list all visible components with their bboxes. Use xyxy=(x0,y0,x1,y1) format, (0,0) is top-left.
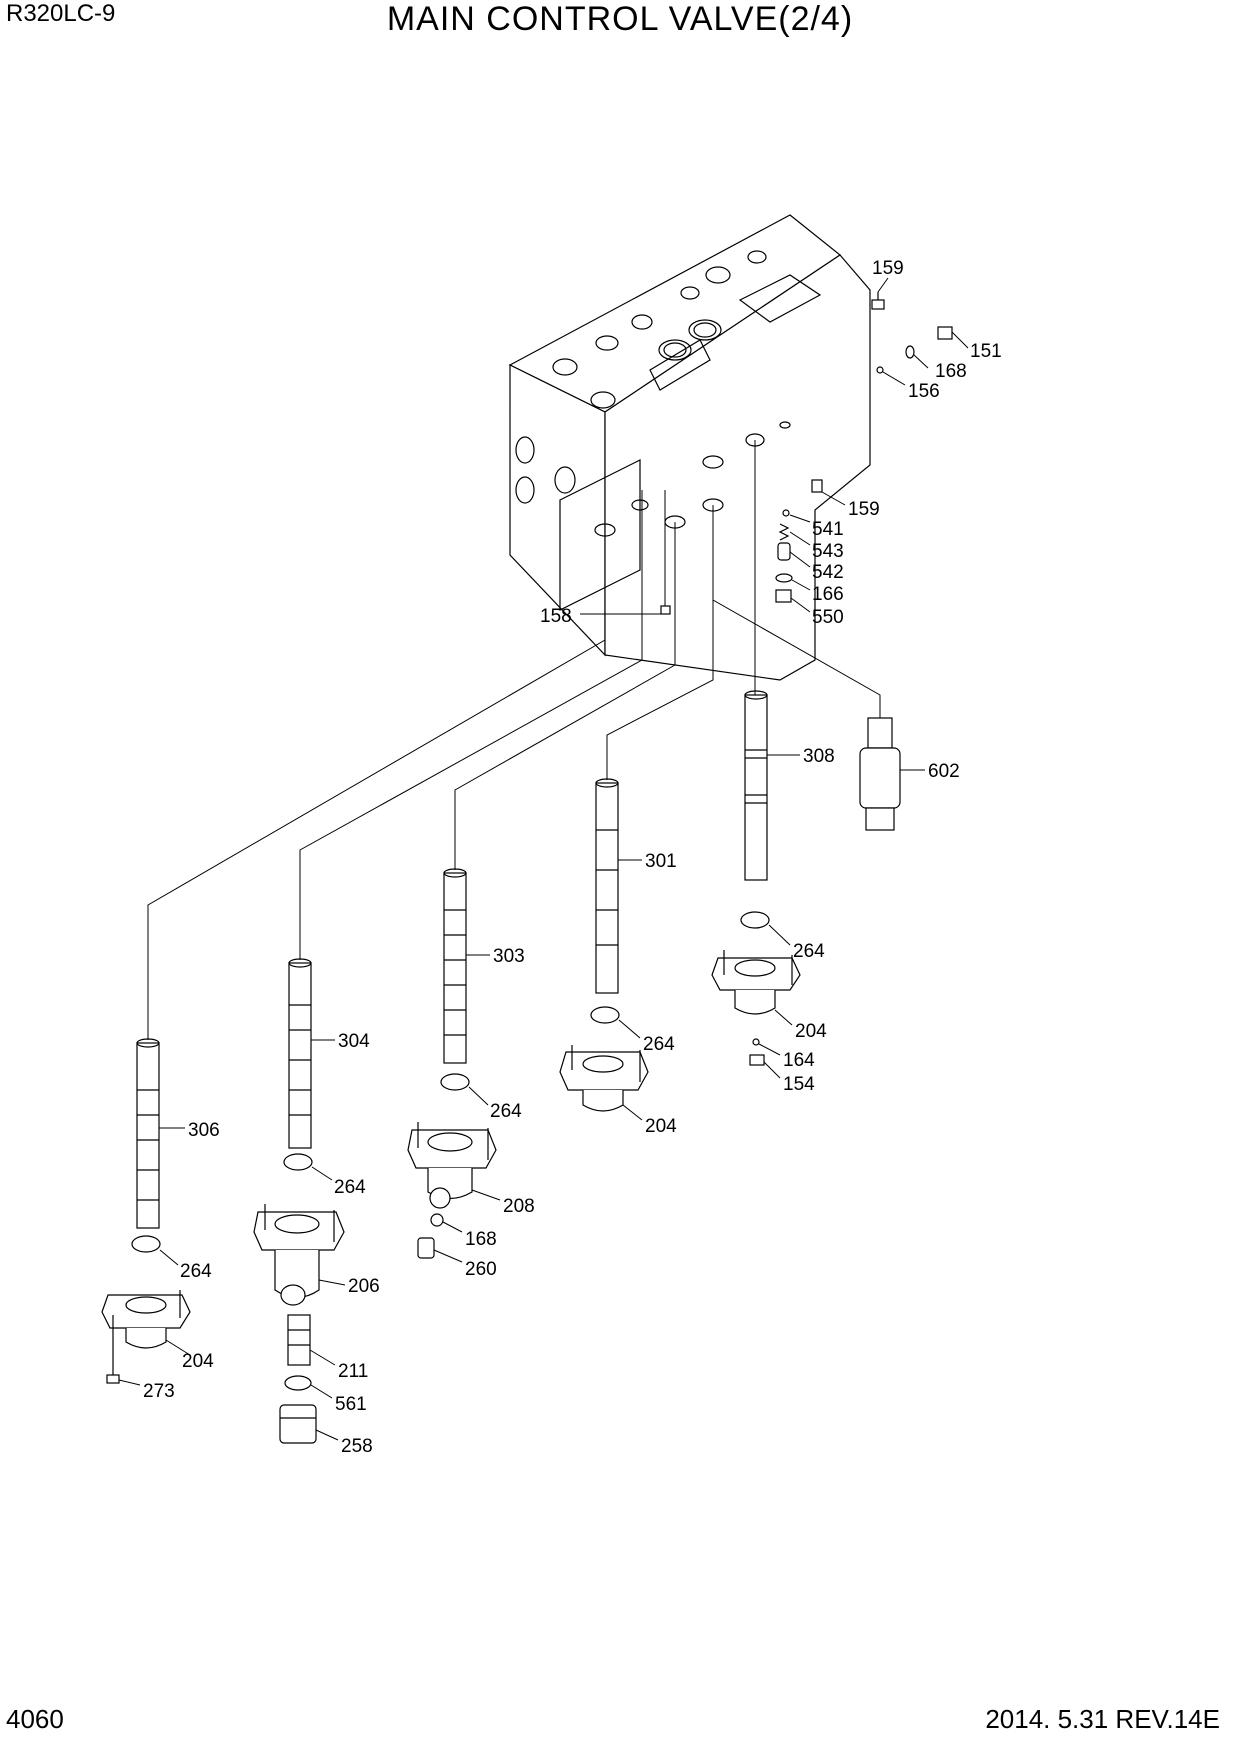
callout-258: 258 xyxy=(341,1436,373,1457)
o-ring-264-b xyxy=(590,1006,620,1024)
callout-303: 303 xyxy=(493,946,525,967)
o-ring-168-top xyxy=(905,345,915,359)
cover-204-right xyxy=(711,950,801,1015)
callout-264: 264 xyxy=(643,1034,675,1055)
plug-258 xyxy=(279,1404,317,1444)
page-number: 4060 xyxy=(6,1704,64,1734)
ball-156 xyxy=(876,366,884,374)
plug-550 xyxy=(775,589,792,603)
callout-301: 301 xyxy=(645,851,677,872)
spool-304 xyxy=(288,958,312,1149)
callout-264: 264 xyxy=(334,1177,366,1198)
spring-543 xyxy=(778,523,790,541)
small-plug-159-side xyxy=(811,479,823,493)
o-ring-166 xyxy=(775,573,793,583)
spool-303 xyxy=(443,868,467,1064)
spool-211 xyxy=(287,1314,311,1366)
callout-204: 204 xyxy=(182,1351,214,1372)
valve-body-block xyxy=(508,214,871,681)
callout-204: 204 xyxy=(795,1021,827,1042)
callout-208: 208 xyxy=(503,1196,535,1217)
spool-301 xyxy=(595,778,619,994)
callout-304: 304 xyxy=(338,1031,370,1052)
callout-541: 541 xyxy=(812,519,844,540)
callout-206: 206 xyxy=(348,1276,380,1297)
spool-306 xyxy=(136,1038,160,1229)
callout-602: 602 xyxy=(928,761,960,782)
part-541 xyxy=(782,509,790,517)
o-ring-264-d xyxy=(283,1153,313,1171)
poppet-542 xyxy=(777,542,791,561)
callout-308: 308 xyxy=(803,746,835,767)
spool-308 xyxy=(744,690,768,881)
callout-159: 159 xyxy=(848,499,880,520)
model-code: R320LC-9 xyxy=(6,0,116,27)
callout-leaders xyxy=(118,277,969,1441)
o-ring-561 xyxy=(284,1375,312,1391)
cover-206 xyxy=(253,1204,345,1306)
callout-550: 550 xyxy=(812,607,844,628)
callout-156: 156 xyxy=(908,381,940,402)
callout-542: 542 xyxy=(812,562,844,583)
callout-154: 154 xyxy=(783,1074,815,1095)
revision-date: 2014. 5.31 REV.14E xyxy=(985,1704,1220,1734)
callout-164: 164 xyxy=(783,1050,815,1071)
callout-306: 306 xyxy=(188,1120,220,1141)
plug-260 xyxy=(417,1237,435,1259)
callout-159: 159 xyxy=(872,258,904,279)
bolt-273 xyxy=(106,1315,120,1384)
small-plug-159-top xyxy=(871,292,885,310)
callout-264: 264 xyxy=(180,1261,212,1282)
o-ring-264-a xyxy=(740,911,770,929)
cover-204-left xyxy=(101,1290,191,1349)
o-ring-264-c xyxy=(440,1073,470,1091)
callout-158: 158 xyxy=(540,606,572,627)
page-title: MAIN CONTROL VALVE(2/4) xyxy=(386,0,854,38)
assembly-guide-lines xyxy=(147,440,881,1040)
callout-543: 543 xyxy=(812,541,844,562)
relief-valve-602 xyxy=(859,717,901,831)
plug-151 xyxy=(937,326,953,340)
callout-264: 264 xyxy=(793,941,825,962)
plug-158 xyxy=(660,605,671,615)
callout-168: 168 xyxy=(935,361,967,382)
callout-151: 151 xyxy=(970,341,1002,362)
callout-166: 166 xyxy=(812,584,844,605)
plug-154 xyxy=(749,1054,765,1066)
o-ring-264-e xyxy=(131,1235,161,1253)
callout-561: 561 xyxy=(335,1394,367,1415)
o-ring-168-lower xyxy=(430,1213,444,1227)
callout-260: 260 xyxy=(465,1259,497,1280)
callout-168: 168 xyxy=(465,1229,497,1250)
ball-164 xyxy=(752,1038,760,1046)
callout-labels: 159 151 168 156 159 541 543 542 166 550 … xyxy=(143,258,1002,1457)
callout-204: 204 xyxy=(645,1116,677,1137)
cover-204-middle xyxy=(559,1045,649,1112)
callout-211: 211 xyxy=(338,1361,368,1382)
callout-273: 273 xyxy=(143,1381,175,1402)
callout-264: 264 xyxy=(490,1101,522,1122)
cover-208 xyxy=(407,1122,497,1209)
